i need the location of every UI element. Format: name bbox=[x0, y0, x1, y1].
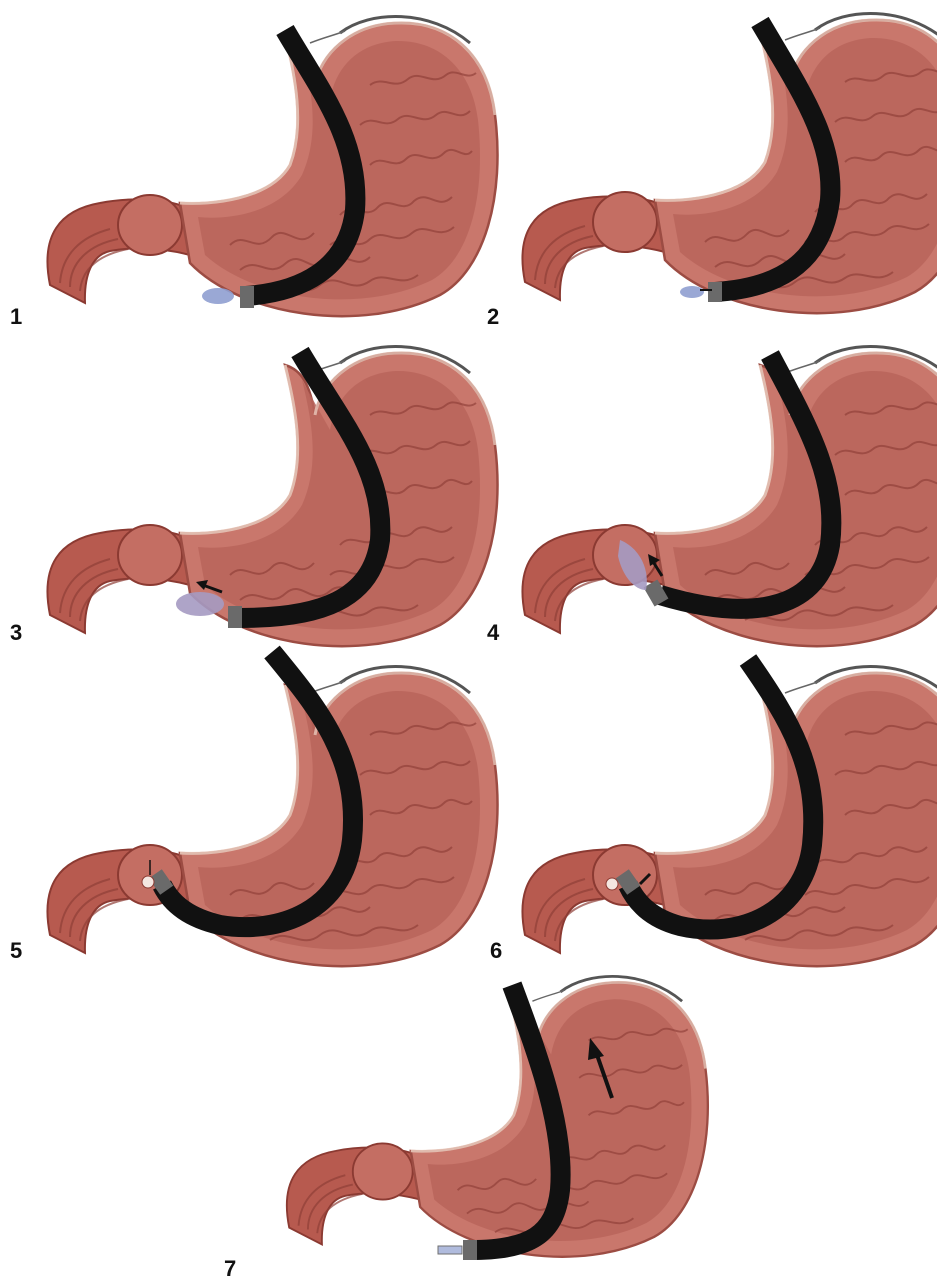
resected-specimen bbox=[606, 878, 618, 890]
panel-number: 7 bbox=[224, 1256, 236, 1281]
panel-3: 3 bbox=[10, 346, 498, 646]
panel-number: 5 bbox=[10, 938, 22, 963]
endoscope-tip bbox=[708, 282, 722, 302]
panel-1: 1 bbox=[10, 16, 498, 329]
panel-5: 5 bbox=[10, 652, 498, 966]
panel-number: 3 bbox=[10, 620, 22, 645]
resected-specimen bbox=[438, 1246, 462, 1254]
endoscope-tip bbox=[240, 286, 254, 308]
endoscope-tip bbox=[228, 606, 242, 628]
panel-4: 4 bbox=[487, 346, 937, 646]
lesion bbox=[680, 286, 704, 298]
stomach-illustration bbox=[47, 346, 497, 646]
stomach-illustration bbox=[287, 976, 708, 1256]
panel-number: 1 bbox=[10, 304, 22, 329]
lesion bbox=[202, 288, 234, 304]
panel-2: 2 bbox=[487, 13, 937, 329]
stomach-illustration bbox=[522, 13, 937, 313]
panel-number: 4 bbox=[487, 620, 500, 645]
panel-6: 6 bbox=[490, 660, 937, 966]
resected-specimen bbox=[142, 876, 154, 888]
endoscope-tip bbox=[463, 1240, 477, 1260]
panel-number: 6 bbox=[490, 938, 502, 963]
stomach-illustration bbox=[47, 16, 497, 316]
panel-7: 7 bbox=[224, 976, 708, 1281]
lesion bbox=[176, 592, 224, 616]
panel-number: 2 bbox=[487, 304, 499, 329]
